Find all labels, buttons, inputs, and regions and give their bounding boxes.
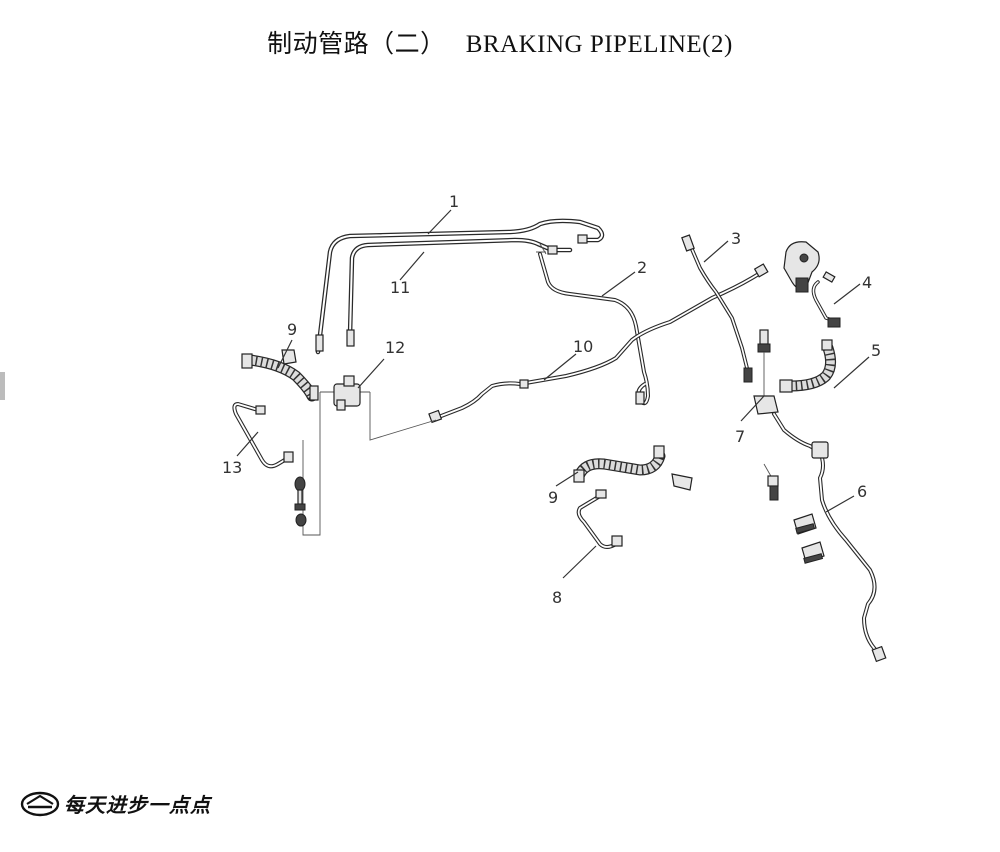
hose-9-left: [241, 349, 319, 402]
page-title: 制动管路（二） BRAKING PIPELINE(2): [0, 24, 1000, 60]
callout-3: 3: [731, 229, 741, 248]
callout-6: 6: [857, 482, 867, 501]
brand-emblem-icon: [20, 791, 60, 816]
pipe-clips: [793, 513, 825, 564]
tube-13: [232, 402, 294, 469]
pipe-1-main-tube: [315, 218, 605, 355]
callout-8: 8: [552, 588, 562, 607]
callout-12: 12: [385, 338, 405, 357]
pipe-1-end-fittings: [315, 234, 588, 352]
callout-2: 2: [637, 258, 647, 277]
leader-lines: [236, 209, 870, 579]
pipe-3-tube: [681, 234, 753, 383]
callout-13: 13: [222, 458, 242, 477]
callout-9-right: 9: [548, 488, 558, 507]
callout-1: 1: [449, 192, 459, 211]
callout-5: 5: [871, 341, 881, 360]
title-zh: 制动管路（二）: [267, 29, 446, 58]
sensor-7: [753, 329, 779, 415]
bleeder-screw: [763, 463, 779, 501]
junction-block-12: [333, 375, 361, 411]
pipe-11-tube: [347, 237, 573, 338]
callout-11: 11: [390, 278, 410, 297]
pipe-10-tube: [428, 263, 769, 424]
callout-4: 4: [862, 273, 872, 292]
banjo-bolt: [294, 476, 307, 527]
callout-9-left: 9: [287, 320, 297, 339]
title-en: BRAKING PIPELINE(2): [465, 31, 733, 58]
pipe-6-tube: [772, 412, 887, 663]
callout-10: 10: [573, 337, 593, 356]
pipe-2-tube: [538, 252, 650, 406]
edge-marker: [0, 372, 5, 400]
tube-8: [576, 489, 623, 549]
callout-7: 7: [735, 427, 745, 446]
hose-9-right: [573, 445, 693, 491]
footer-slogan: 每天进步一点点: [64, 793, 211, 817]
valve-4: [783, 241, 841, 328]
frame-tube: [302, 391, 437, 536]
footer: 每天进步一点点: [20, 789, 211, 818]
hose-5: [779, 339, 837, 393]
